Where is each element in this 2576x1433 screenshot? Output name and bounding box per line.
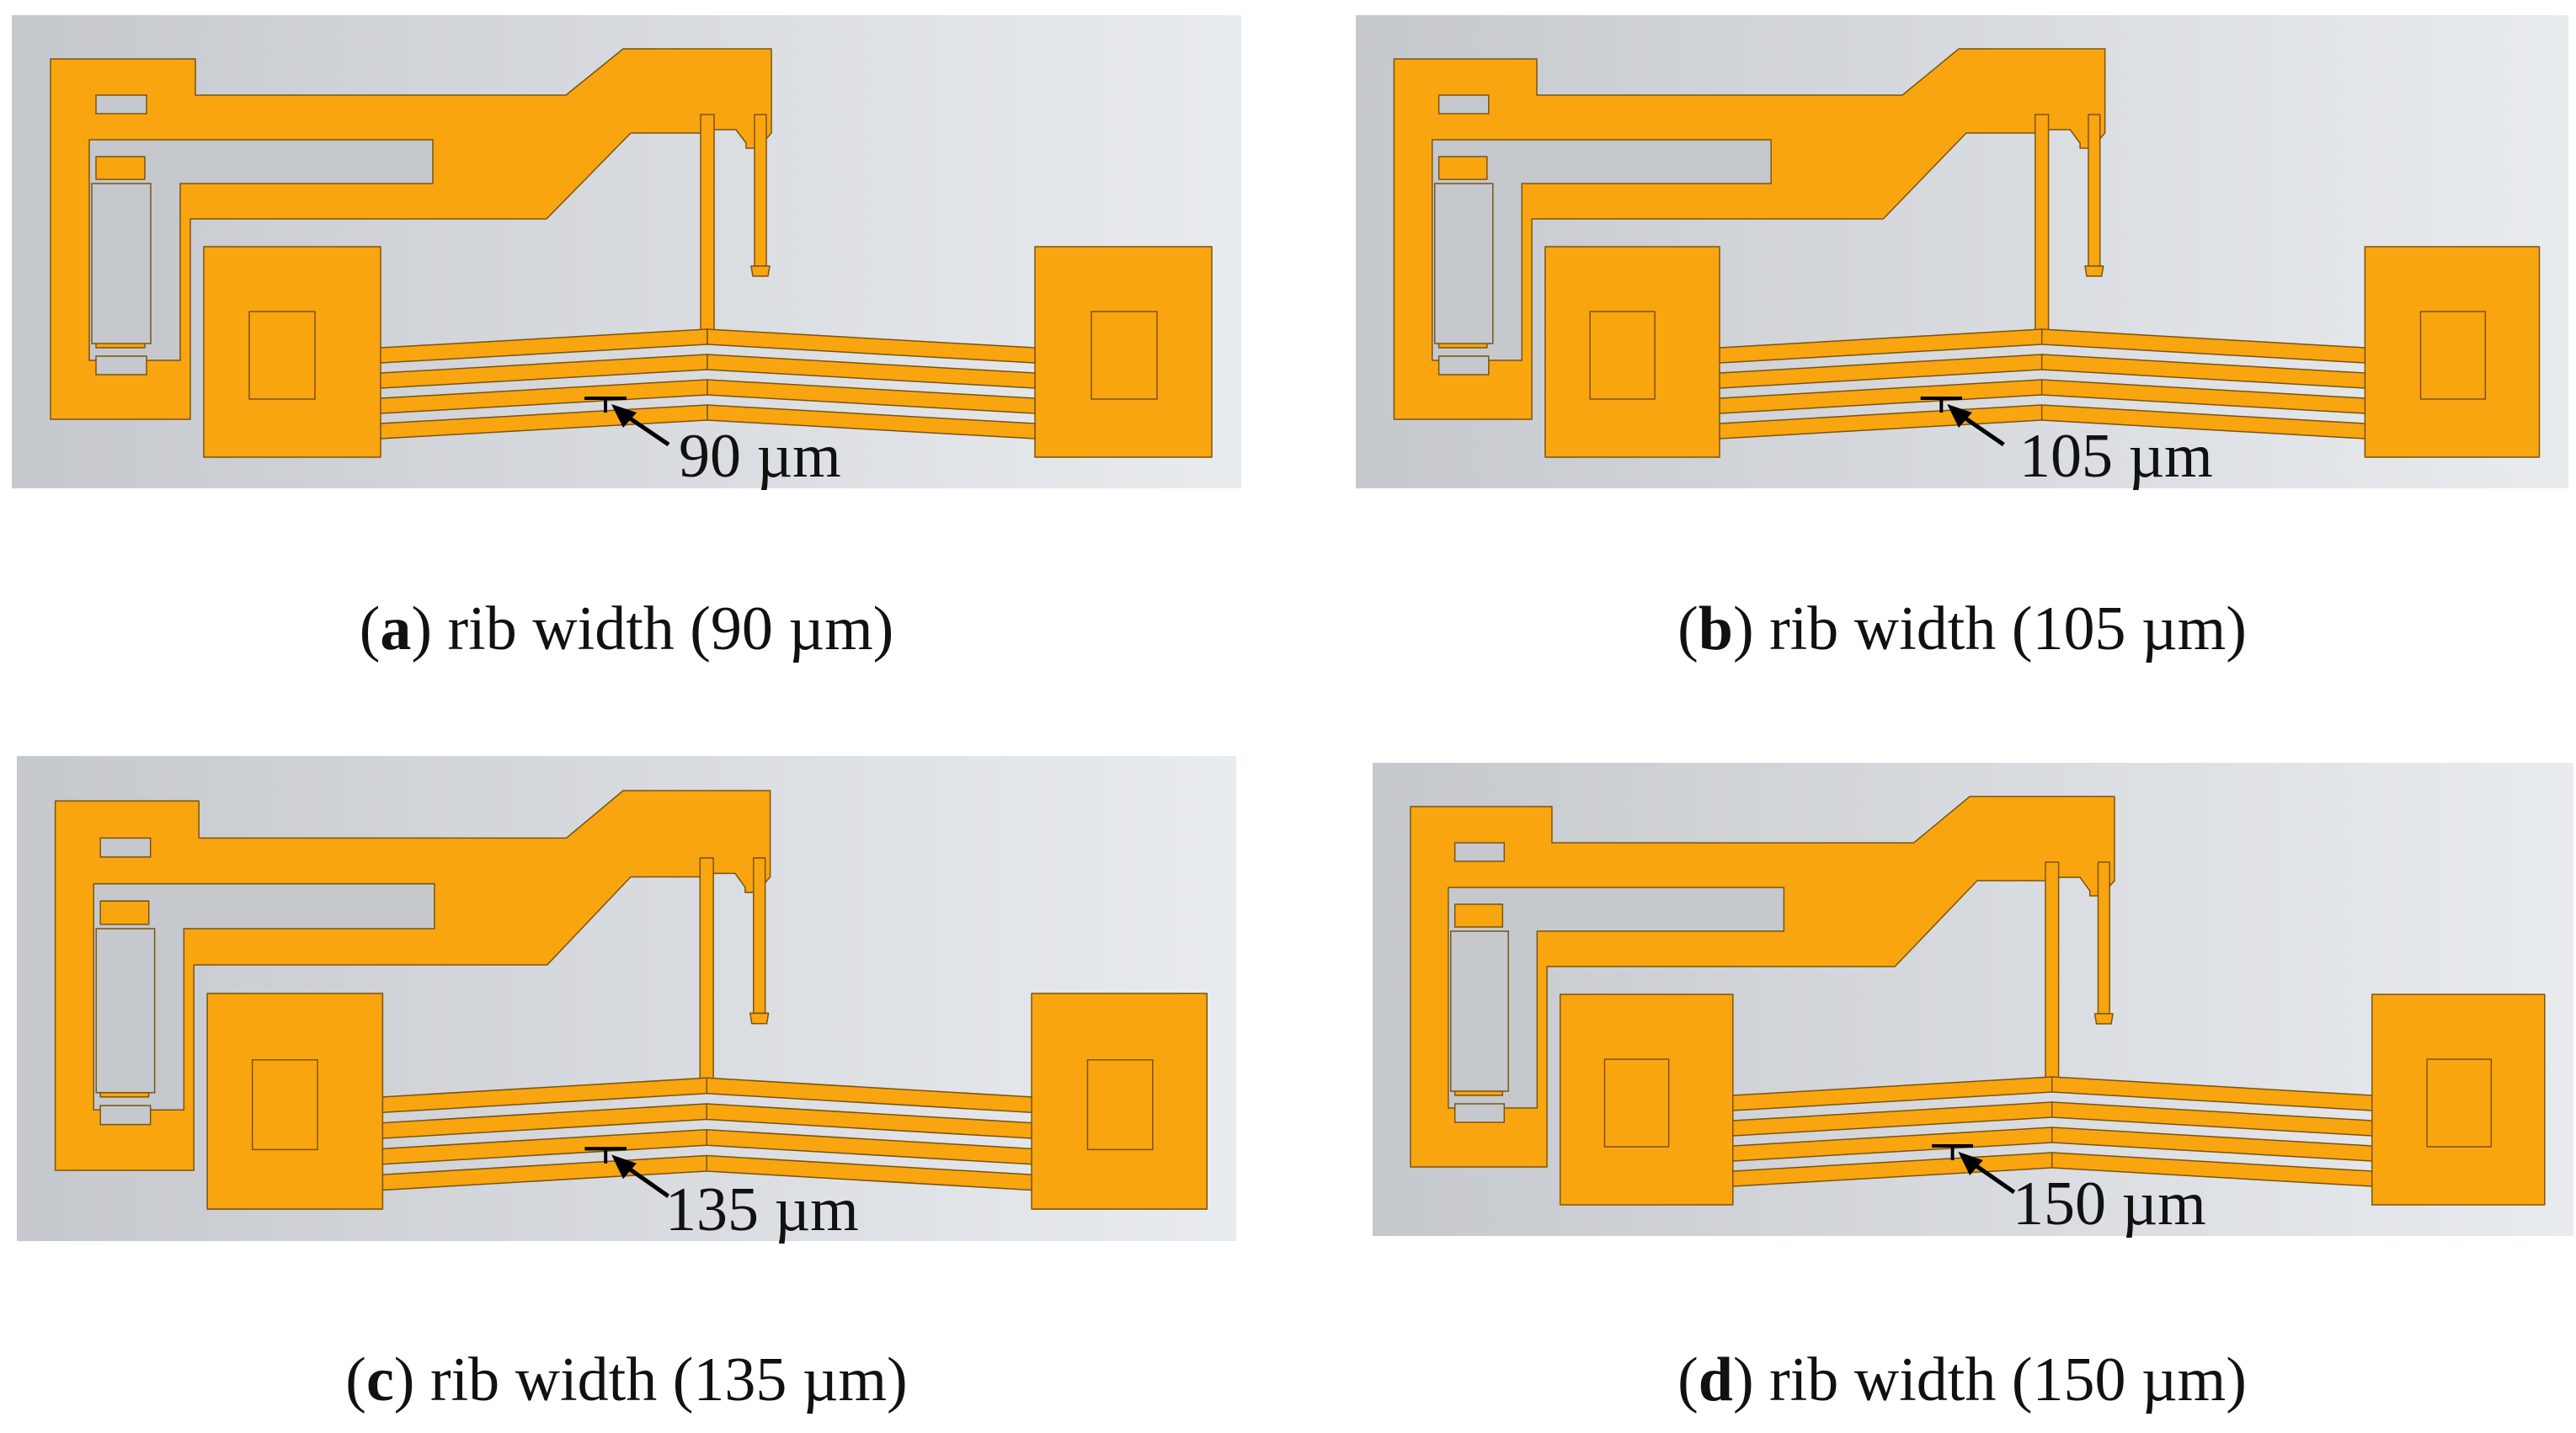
pad-window-right: [2419, 311, 2487, 400]
panel-b: 105 µm: [1356, 15, 2568, 488]
pad-window-left: [248, 311, 316, 400]
hanger-arm-center: [2035, 114, 2050, 341]
sensor-drawing-d: [1373, 763, 2573, 1236]
caption-letter-d: d: [1698, 1345, 1733, 1414]
hanger-tip: [2084, 265, 2104, 277]
rib-width-annotation-d: 150 µm: [2013, 1169, 2206, 1239]
sensor-drawing-c: [17, 756, 1236, 1241]
sensor-drawing-b: [1356, 15, 2568, 488]
hanger-tip: [749, 1012, 770, 1025]
frame-column: [1450, 930, 1509, 1092]
hanger-arm-center: [699, 857, 714, 1090]
panel-a: 90 µm: [12, 15, 1241, 488]
rib-width-annotation-b: 105 µm: [2019, 422, 2213, 491]
rib-right-4: [2040, 404, 2366, 439]
caption-text-d: rib width (150 µm): [1769, 1345, 2247, 1414]
sensor-structure: [50, 48, 1213, 458]
rib-right-3: [2040, 379, 2366, 414]
sensor-structure: [1410, 796, 2546, 1206]
caption-d: (d) rib width (150 µm): [1677, 1345, 2247, 1414]
rib-right-1: [2040, 328, 2366, 364]
rib-width-annotation-c: 135 µm: [665, 1175, 859, 1244]
frame-slot-top: [1437, 94, 1490, 115]
frame-cutout: [1448, 887, 1785, 1109]
frame-cutout: [1431, 139, 1772, 361]
hanger-arm-center: [700, 114, 715, 341]
sensor-structure: [1393, 48, 2541, 458]
frame-slot-bottom: [99, 1105, 152, 1126]
frame-slot-top: [99, 837, 152, 858]
rib-right-3: [706, 1129, 1032, 1165]
caption-a: (a) rib width (90 µm): [359, 594, 894, 663]
rib-width-annotation-a: 90 µm: [679, 422, 841, 491]
caption-letter-c: c: [365, 1345, 394, 1414]
hanger-tip: [2093, 1013, 2114, 1025]
frame-slot-top: [95, 94, 147, 115]
pad-window-left: [1589, 311, 1656, 400]
caption-letter-a: a: [380, 594, 412, 663]
pad-window-right: [1086, 1059, 1154, 1151]
rib-right-2: [706, 1103, 1032, 1139]
rib-right-2: [2051, 1101, 2373, 1137]
rib-right-2: [707, 354, 1036, 389]
rib-right-1: [707, 328, 1036, 364]
caption-text-b: rib width (105 µm): [1769, 594, 2247, 663]
frame-slot-bottom: [1453, 1103, 1506, 1123]
frame-slot-bottom: [1437, 355, 1490, 376]
caption-text-c: rib width (135 µm): [429, 1345, 908, 1414]
rib-right-4: [706, 1154, 1032, 1191]
rib-right-3: [2051, 1127, 2373, 1162]
frame-slot-top: [1453, 842, 1506, 862]
arrow-head: [1958, 1152, 1983, 1175]
pad-window-right: [1091, 311, 1158, 400]
caption-c: (c) rib width (135 µm): [345, 1345, 908, 1414]
caption-letter-b: b: [1698, 594, 1733, 663]
hanger-tip: [750, 265, 771, 277]
sensor-drawing-a: [12, 15, 1241, 488]
hanger-arm-right: [2097, 861, 2110, 1015]
hanger-arm-right: [754, 114, 767, 267]
hanger-arm-right: [753, 857, 766, 1015]
caption-b: (b) rib width (105 µm): [1677, 594, 2247, 663]
frame-slot-bottom: [95, 355, 147, 376]
frame-cutout: [93, 882, 435, 1111]
panel-c: 135 µm: [17, 756, 1236, 1241]
panel-d: 150 µm: [1373, 763, 2573, 1236]
pad-window-left: [251, 1059, 318, 1151]
rib-right-4: [707, 404, 1036, 439]
frame-column: [91, 183, 152, 344]
rib-right-4: [2051, 1152, 2373, 1187]
arrow-head: [611, 404, 637, 428]
rib-right-2: [2040, 354, 2366, 389]
pad-window-right: [2426, 1058, 2493, 1148]
frame-cutout: [88, 139, 434, 361]
frame-column: [95, 928, 156, 1094]
pad-window-left: [1603, 1058, 1670, 1148]
arrow-head: [1947, 404, 1972, 428]
hanger-arm-center: [2045, 861, 2060, 1089]
frame-column: [1433, 183, 1494, 344]
rib-right-1: [706, 1077, 1032, 1114]
sensor-structure: [54, 790, 1208, 1210]
rib-right-3: [707, 379, 1036, 414]
arrow-head: [611, 1154, 637, 1180]
caption-text-a: rib width (90 µm): [447, 594, 894, 663]
rib-right-1: [2051, 1076, 2373, 1111]
hanger-arm-right: [2088, 114, 2101, 267]
